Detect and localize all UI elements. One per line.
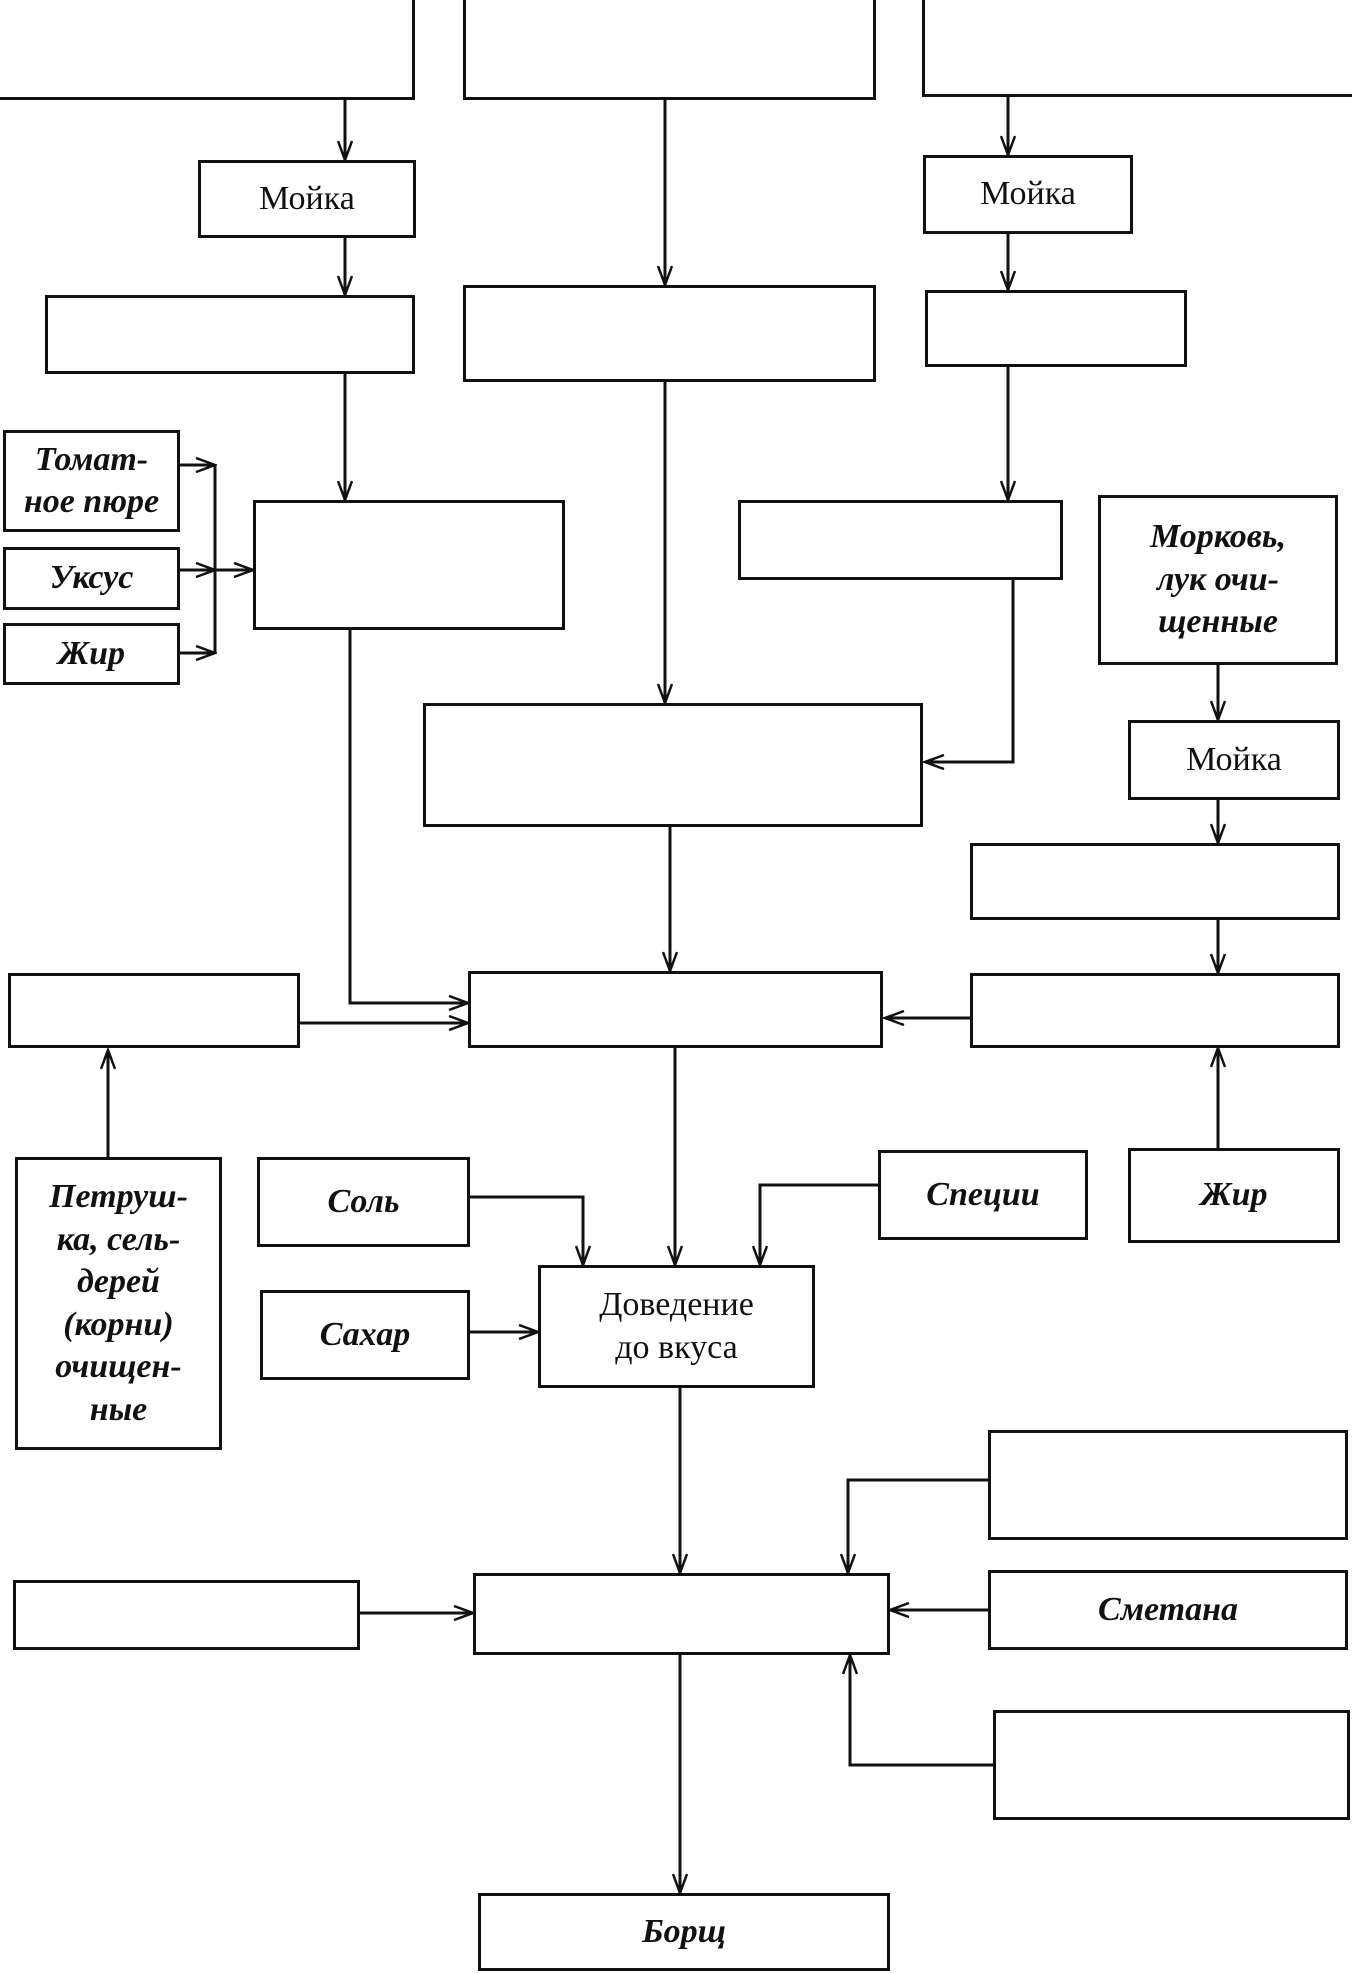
blank-box-top-center xyxy=(463,0,876,100)
blank-box-final-hub xyxy=(473,1573,890,1655)
arrow-blank16-to-final-hub xyxy=(850,1655,993,1767)
specii-box: Специи xyxy=(878,1150,1088,1240)
arrow-blank15-to-final-hub xyxy=(848,1478,988,1573)
blank-box-col3-row3 xyxy=(738,500,1063,580)
moika-box-2: Мойка xyxy=(923,155,1133,234)
dovedenie-do-vkusa-box: Доведение до вкуса xyxy=(538,1265,815,1388)
blank-box-right-row8 xyxy=(993,1710,1350,1820)
blank-box-col2-row2 xyxy=(463,285,876,382)
blank-box-right-row5 xyxy=(970,973,1340,1048)
uksus-box: Уксус xyxy=(3,547,180,610)
blank-box-left-row5 xyxy=(8,973,300,1048)
arrow-blank8-to-blank9 xyxy=(925,580,1015,762)
sol-box: Соль xyxy=(257,1157,470,1247)
moika-box-1: Мойка xyxy=(198,160,416,238)
blank-box-top-right xyxy=(922,0,1352,97)
borsch-box: Борщ xyxy=(478,1893,890,1971)
blank-box-right-row6 xyxy=(988,1430,1348,1540)
blank-box-col3-row2 xyxy=(925,290,1187,367)
sahar-box: Сахар xyxy=(260,1290,470,1380)
moika-box-3: Мойка xyxy=(1128,720,1340,800)
petrushka-selderey-box: Петруш- ка, сель- дерей (корни) очищен- … xyxy=(15,1157,222,1450)
arrow-sol-to-dovedenie xyxy=(470,1195,583,1265)
arrow-blank7-to-hub xyxy=(348,630,468,1003)
tomat-pure-box: Томат- ное пюре xyxy=(3,430,180,532)
blank-box-central-hub xyxy=(468,971,883,1048)
blank-box-right-row4 xyxy=(970,843,1340,920)
zhir-right-box: Жир xyxy=(1128,1148,1340,1243)
arrow-specii-to-dovedenie xyxy=(760,1183,878,1265)
smetana-box: Сметана xyxy=(988,1570,1348,1650)
blank-box-top-left xyxy=(0,0,415,100)
blank-box-col1-row3 xyxy=(253,500,565,630)
morkov-luk-box: Морковь, лук очи- щенные xyxy=(1098,495,1338,665)
zhir-left-box: Жир xyxy=(3,623,180,685)
blank-box-col1-row2 xyxy=(45,295,415,374)
blank-box-col2-row3 xyxy=(423,703,923,827)
blank-box-left-row7 xyxy=(13,1580,360,1650)
